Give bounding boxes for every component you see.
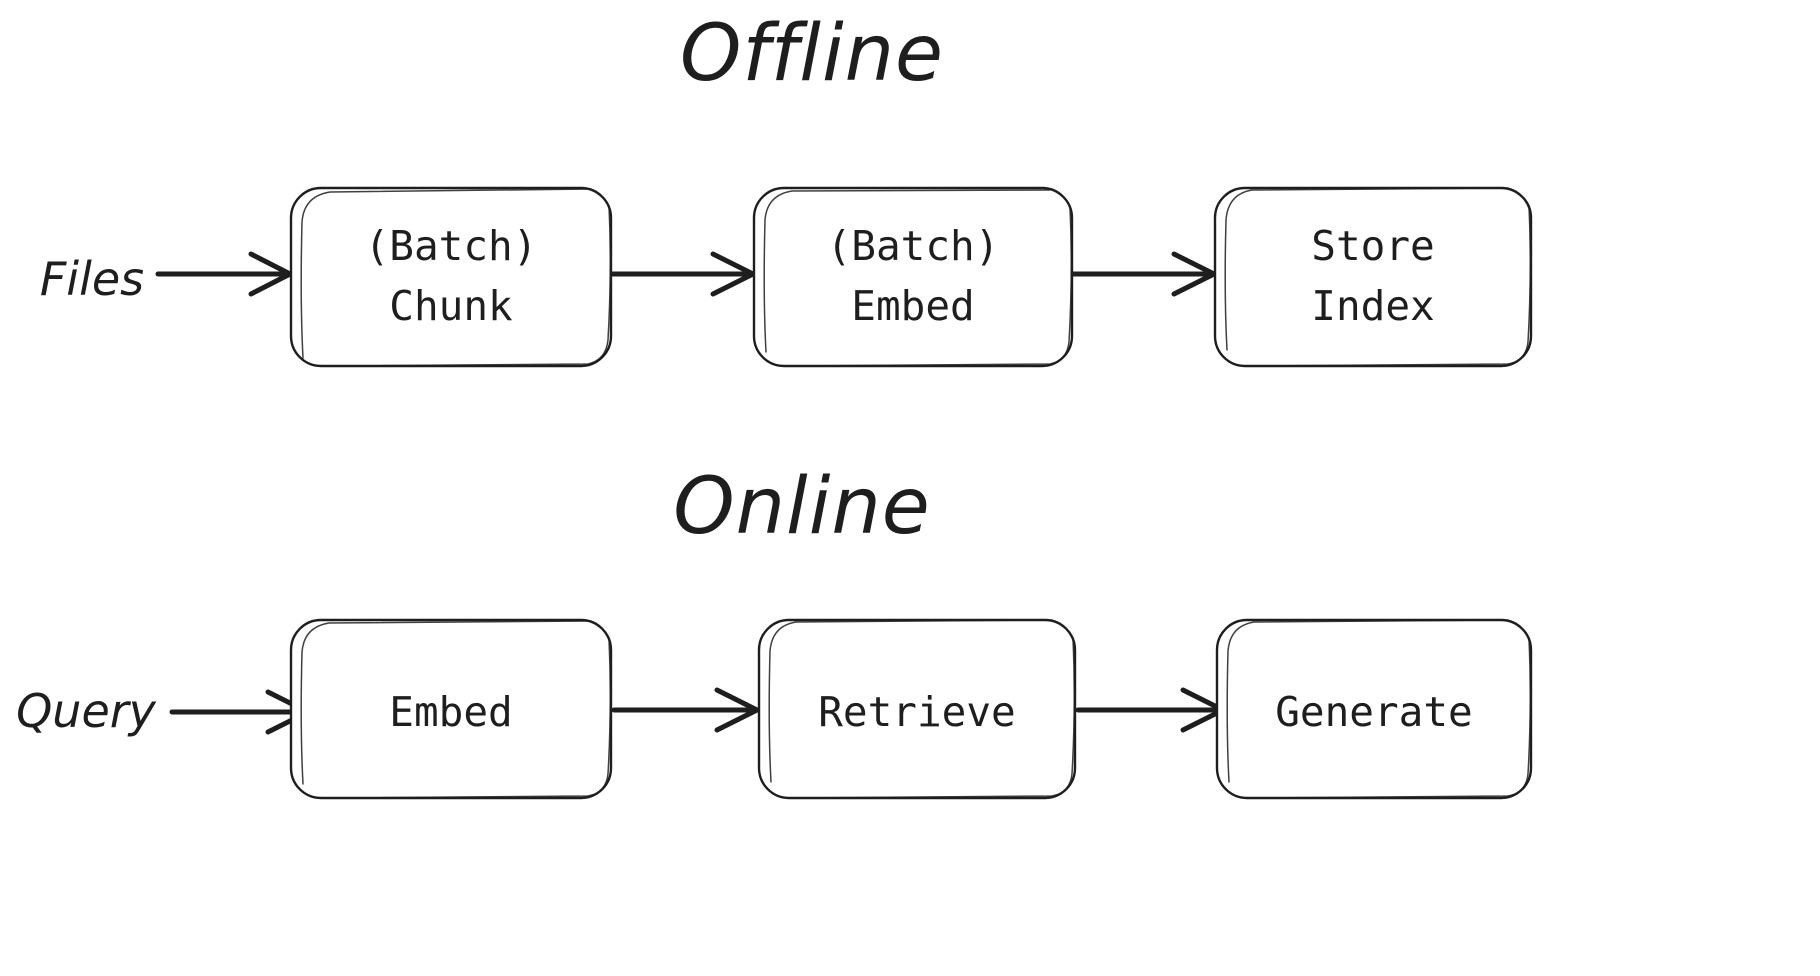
files-input-label: Files xyxy=(40,252,144,306)
node-generate[interactable]: Generate xyxy=(1215,618,1533,800)
section-offline: Offline Files (Batch) Chunk xyxy=(40,9,1533,368)
node-batch-chunk[interactable]: (Batch) Chunk xyxy=(289,186,613,368)
node-retrieve-label: Retrieve xyxy=(818,688,1015,736)
node-embed-label: Embed xyxy=(389,688,512,736)
edge-retrieve-to-generate xyxy=(1075,687,1226,733)
node-batch-chunk-label-line1: (Batch) xyxy=(365,222,538,270)
edge-query-to-embed xyxy=(169,689,311,735)
node-batch-embed-label-line2: Embed xyxy=(851,282,974,330)
node-retrieve[interactable]: Retrieve xyxy=(757,618,1077,800)
offline-section-title: Offline xyxy=(680,9,944,99)
edge-embed-to-store xyxy=(1070,251,1217,297)
node-batch-embed[interactable]: (Batch) Embed xyxy=(752,186,1074,368)
node-store-index-label-line2: Index xyxy=(1311,282,1434,330)
query-input-label: Query xyxy=(16,684,157,738)
node-embed[interactable]: Embed xyxy=(289,618,613,800)
node-batch-chunk-label-line2: Chunk xyxy=(389,282,513,330)
edge-chunk-to-embed xyxy=(610,251,756,297)
node-batch-embed-label-line1: (Batch) xyxy=(827,222,1000,270)
online-section-title: Online xyxy=(673,462,931,552)
edge-embed-to-retrieve xyxy=(611,687,760,733)
node-store-index[interactable]: Store Index xyxy=(1213,186,1533,368)
edge-files-to-chunk xyxy=(155,251,293,297)
node-generate-label: Generate xyxy=(1275,688,1472,736)
section-online: Online Query Embed xyxy=(16,462,1533,800)
node-store-index-label-line1: Store xyxy=(1311,222,1434,270)
